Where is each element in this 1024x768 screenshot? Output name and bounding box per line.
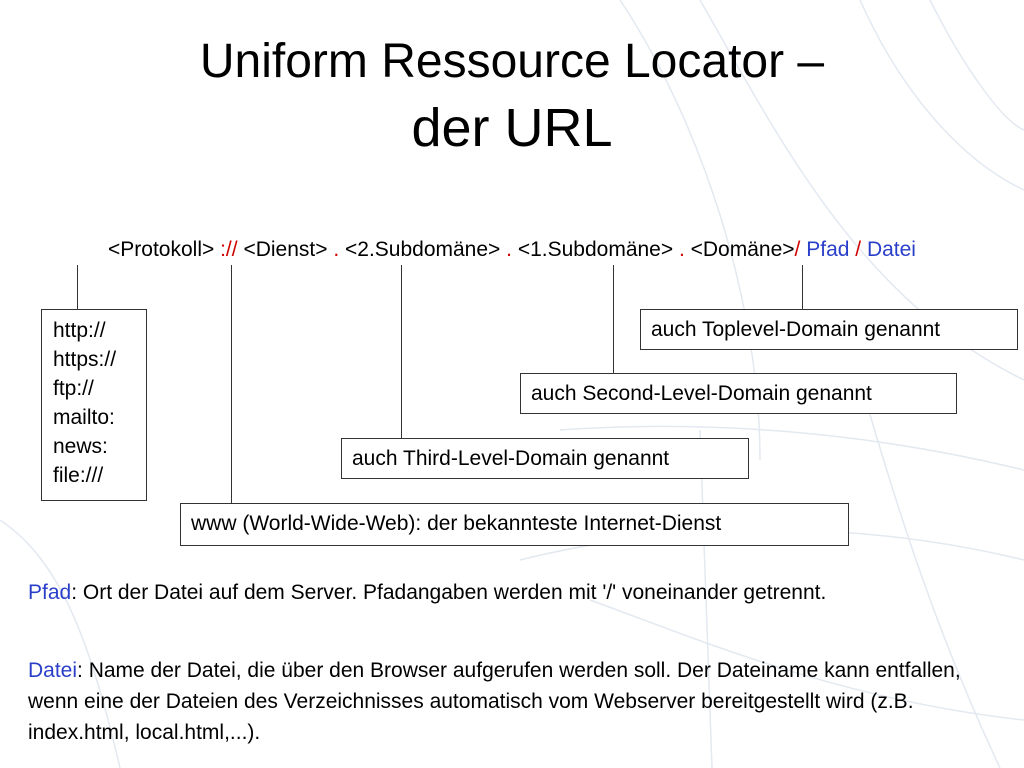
service-placeholder: <Dienst>: [237, 238, 328, 261]
path-term: Pfad: [800, 238, 850, 261]
third-level-domain-box: auch Third-Level-Domain genannt: [341, 438, 749, 479]
dot-separator-3: .: [673, 238, 685, 261]
slide-title-line1: Uniform Ressource Locator –: [199, 35, 825, 88]
subdomain1-placeholder: <1.Subdomäne>: [511, 238, 674, 261]
slash-separator-1: /: [794, 238, 801, 261]
dot-separator-1: .: [327, 238, 340, 261]
protocol-item: ftp://: [53, 377, 94, 400]
path-description: Pfad: Ort der Datei auf dem Server. Pfad…: [28, 577, 998, 608]
www-service-box: www (World-Wide-Web): der bekannteste In…: [180, 503, 849, 546]
file-term: Datei: [861, 238, 916, 261]
dot-separator-2: .: [500, 238, 512, 261]
path-description-text: : Ort der Datei auf dem Server. Pfadanga…: [71, 581, 827, 604]
connector-domain: [802, 265, 803, 309]
toplevel-domain-box: auch Toplevel-Domain genannt: [640, 309, 1018, 350]
protocol-list-box: http:// https:// ftp:// mailto: news: fi…: [41, 309, 147, 501]
second-level-domain-box: auch Second-Level-Domain genannt: [520, 373, 957, 414]
connector-protocol: [77, 265, 78, 309]
connector-subdomain2: [401, 265, 402, 438]
slide-title-line2: der URL: [411, 98, 613, 158]
subdomain2-placeholder: <2.Subdomäne>: [339, 238, 501, 261]
connector-subdomain1: [613, 265, 614, 373]
protocol-item: http://: [53, 319, 106, 342]
file-description: Datei: Name der Datei, die über den Brow…: [28, 655, 998, 748]
file-description-term: Datei: [28, 659, 78, 682]
file-description-text: : Name der Datei, die über den Browser a…: [28, 659, 961, 744]
protocol-item: file:///: [53, 464, 104, 487]
protocol-item: https://: [53, 348, 117, 371]
protocol-item: news:: [53, 435, 108, 458]
scheme-separator: ://: [214, 238, 238, 261]
protocol-placeholder: <Protokoll>: [108, 238, 215, 261]
path-description-term: Pfad: [28, 581, 72, 604]
protocol-item: mailto:: [53, 406, 115, 429]
url-format-line: <Protokoll> :// <Dienst> . <2.Subdomäne>…: [0, 238, 1024, 262]
connector-service: [231, 265, 232, 503]
slash-separator-2: /: [849, 238, 862, 261]
domain-placeholder: <Domäne>: [684, 238, 795, 261]
